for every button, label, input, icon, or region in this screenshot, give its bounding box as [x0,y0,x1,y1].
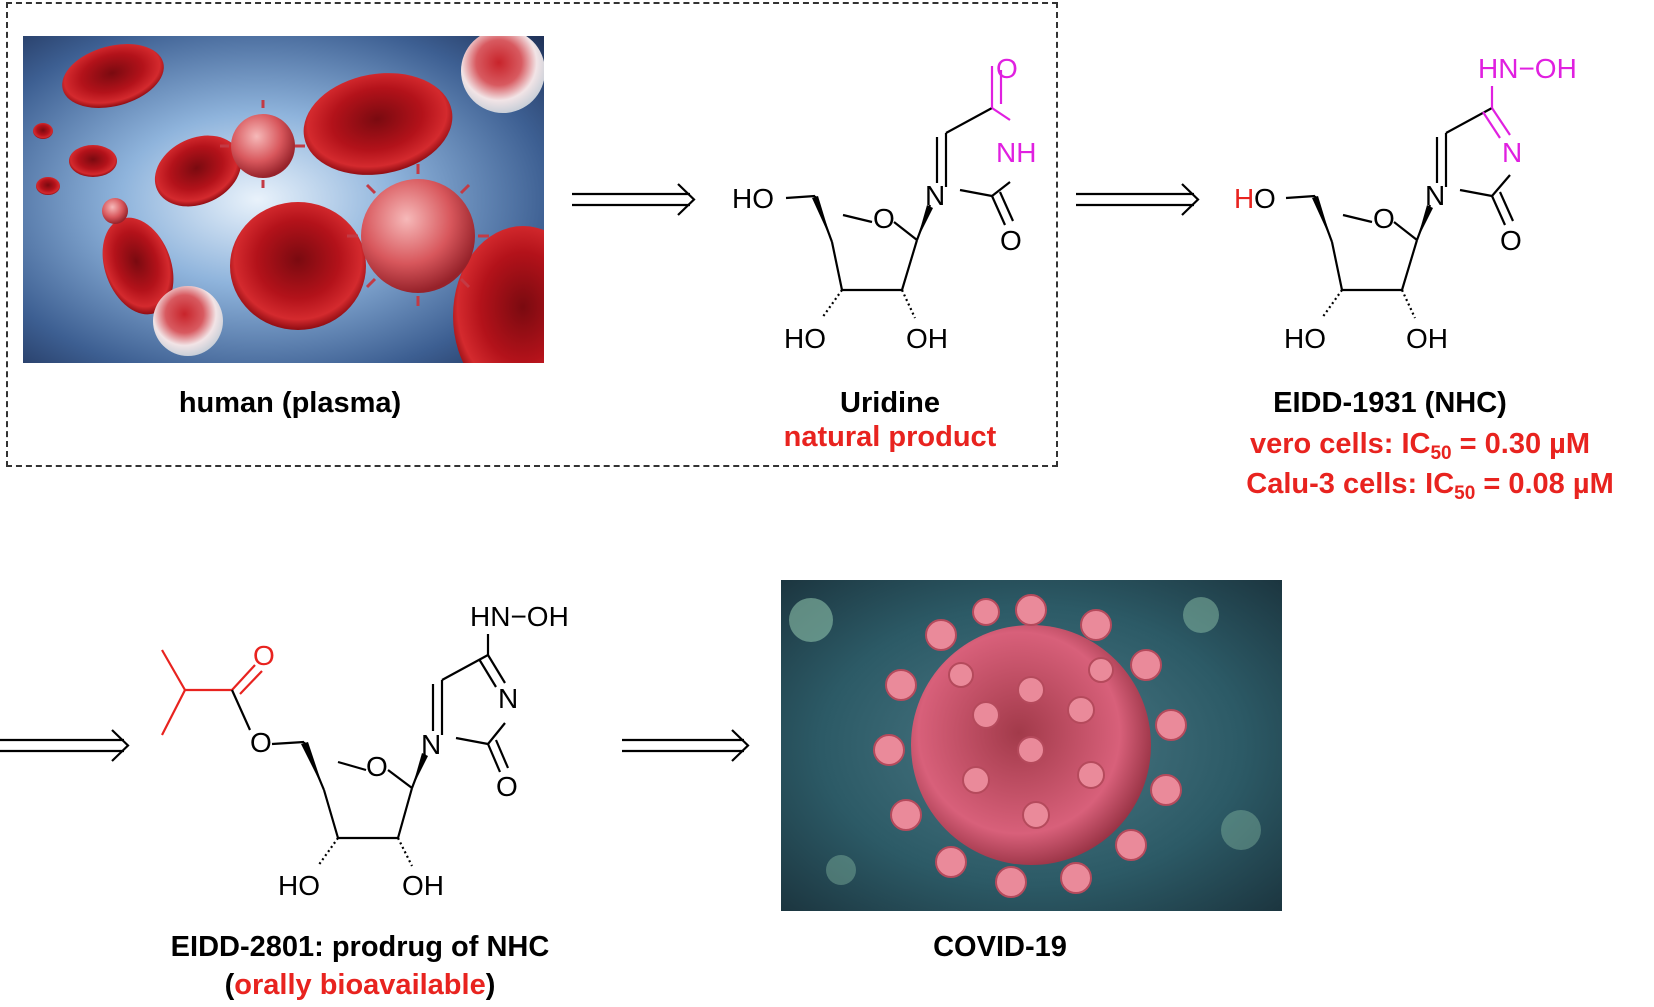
arrow-1 [572,183,696,216]
nhc-oh-2: OH [1406,323,1448,354]
prodrug-paren-open: ( [224,969,235,1001]
calu-value: = 0.08 µM [1475,468,1614,500]
arrow-4 [622,729,750,762]
vero-prefix: vero cells: IC [1249,428,1431,460]
uridine-ring-o: O [873,203,895,234]
prodrug-ho-3: HO [278,870,320,901]
uridine-oh-2: OH [906,323,948,354]
nhc-hn-oh: HN−OH [1478,53,1577,84]
prodrug-structure [161,634,510,867]
calu-prefix: Calu-3 cells: IC [1246,468,1455,500]
prodrug-c2-o: O [496,771,518,802]
uridine-name: Uridine [840,387,940,419]
nhc-h-label: H [1234,183,1254,214]
blood-plasma-image [23,36,544,363]
nhc-n1: N [1425,180,1445,211]
prodrug-oh-2: OH [402,870,444,901]
uridine-n1: N [925,180,945,211]
uridine-c4-o: O [996,53,1018,84]
prodrug-name: EIDD-2801: prodrug of NHC [170,931,550,963]
nhc-structure [1285,86,1515,319]
prodrug-ring-o: O [366,751,388,782]
nhc-ring-o: O [1373,203,1395,234]
uridine-structure [785,66,1015,319]
uridine-note: natural product [783,421,997,453]
prodrug-hn-oh: HN−OH [470,601,569,632]
nhc-c2-o: O [1500,225,1522,256]
prodrug-paren-close: ) [485,969,496,1001]
vero-sub: 50 [1430,443,1452,464]
covid-caption: COVID-19 [933,931,1067,963]
prodrug-note: orally bioavailable [234,969,486,1001]
arrow-3 [0,729,130,762]
uridine-nh: NH [996,137,1036,168]
prodrug-n1: N [421,729,441,760]
nhc-calu-activity: Calu-3 cells: IC50 = 0.08 µM [1210,467,1650,504]
prodrug-note-line: (orally bioavailable) [130,968,590,1002]
uridine-ho-label: HO [732,183,774,214]
uridine-c2-o: O [1000,225,1022,256]
nhc-o-label: O [1254,183,1276,214]
prodrug-ester-o: O [250,727,272,758]
nhc-n3: N [1502,137,1522,168]
coronavirus-image [781,580,1282,911]
calu-sub: 50 [1454,483,1476,504]
nhc-vero-activity: vero cells: IC50 = 0.30 µM [1200,427,1640,464]
natural-source-box [6,2,1058,467]
uridine-ho-3: HO [784,323,826,354]
nhc-ho-3: HO [1284,323,1326,354]
nhc-name: EIDD-1931 (NHC) [1273,387,1507,419]
prodrug-carbonyl-o: O [253,640,275,671]
plasma-caption: human (plasma) [178,387,402,419]
arrow-2 [1076,183,1200,216]
prodrug-n3: N [498,683,518,714]
vero-value: = 0.30 µM [1451,428,1591,460]
